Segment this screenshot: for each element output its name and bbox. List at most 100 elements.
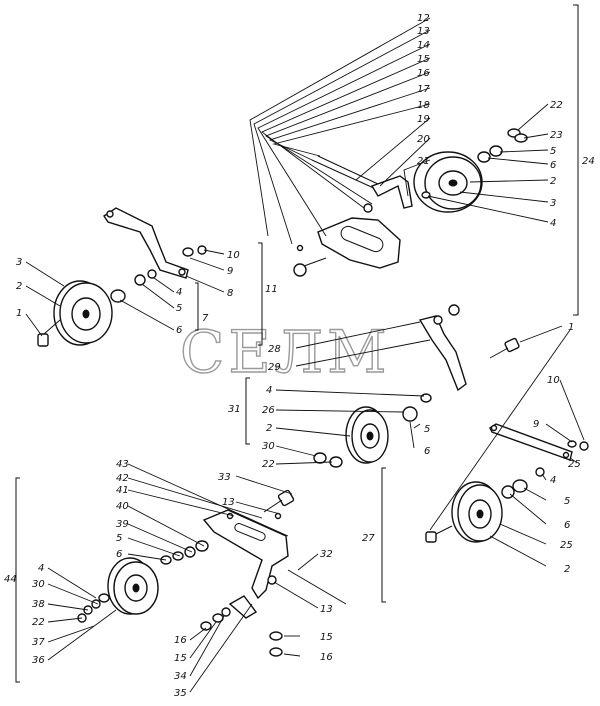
- callout-5-right: 5: [564, 496, 570, 507]
- callout-30-bottom: 30: [32, 579, 45, 590]
- bracket-11: [258, 242, 263, 346]
- callout-5-bottom: 5: [116, 533, 122, 544]
- callout-12: 12: [417, 13, 430, 24]
- callout-31: 31: [228, 404, 241, 415]
- callout-24: 24: [582, 156, 595, 167]
- callout-10-left: 10: [227, 250, 240, 261]
- callout-5-left: 5: [176, 303, 182, 314]
- callout-35: 35: [174, 688, 187, 699]
- callout-15: 15: [417, 54, 430, 65]
- callout-4-right: 4: [550, 475, 556, 486]
- callout-6-left: 6: [176, 325, 182, 336]
- callout-43: 43: [116, 459, 129, 470]
- watermark: СЕЛМ: [180, 318, 391, 386]
- callout-4-bottom: 4: [38, 563, 44, 574]
- pulley-left: [53, 280, 113, 346]
- callout-9-right: 9: [533, 419, 539, 430]
- callout-1-left: 1: [16, 308, 22, 319]
- nut-stack-top-right: [421, 128, 528, 199]
- callout-5-center: 5: [424, 424, 430, 435]
- callout-37: 37: [32, 637, 45, 648]
- callout-16-bottom: 16: [174, 635, 187, 646]
- callout-15-right: 15: [320, 632, 333, 643]
- callout-9-left: 9: [227, 266, 233, 277]
- callout-34: 34: [174, 671, 187, 682]
- mounting-bracket: [418, 315, 467, 392]
- callout-33: 33: [218, 472, 231, 483]
- callout-38: 38: [32, 599, 45, 610]
- callout-4-center: 4: [266, 385, 272, 396]
- callout-6-right: 6: [564, 520, 570, 531]
- callout-10-right: 10: [547, 375, 560, 386]
- tension-arm: [103, 207, 189, 279]
- bracket-44: [15, 477, 20, 683]
- assembly-bottom-left: [15, 463, 347, 693]
- bracket-24: [573, 4, 579, 316]
- callout-28: 28: [268, 344, 281, 355]
- callout-23: 23: [550, 130, 563, 141]
- callout-6-top: 6: [550, 160, 556, 171]
- callout-labels: 12 13 14 15 16 17 18 19 20 21 22 23 5 6 …: [4, 13, 595, 699]
- bolt-top: [293, 244, 327, 277]
- callout-25-right-top: 25: [568, 459, 581, 470]
- callout-21: 21: [417, 156, 430, 167]
- pulley-center: [345, 406, 389, 464]
- callout-25-right: 25: [560, 540, 573, 551]
- callout-13: 13: [417, 26, 430, 37]
- bracket-27: [381, 467, 386, 603]
- callout-6-bottom: 6: [116, 549, 122, 560]
- callout-2-right: 2: [564, 564, 570, 575]
- bracket-7: [195, 282, 199, 331]
- callout-22-bottom: 22: [32, 617, 45, 628]
- callout-15-bottom: 15: [174, 653, 187, 664]
- callout-22-top: 22: [550, 100, 563, 111]
- callout-40: 40: [116, 501, 129, 512]
- callout-44: 44: [4, 574, 17, 585]
- callout-4-top: 4: [550, 218, 556, 229]
- callout-6-center: 6: [424, 446, 430, 457]
- callout-41: 41: [116, 485, 129, 496]
- callout-13-lower: 13: [320, 604, 333, 615]
- flat-bar: [489, 423, 573, 461]
- callout-4-left: 4: [176, 287, 182, 298]
- callout-19: 19: [417, 114, 430, 125]
- assembly-right-lower: [381, 329, 589, 603]
- bracket-31: [245, 377, 250, 445]
- slotted-plate: [317, 203, 401, 269]
- callout-13-bottom: 13: [222, 497, 235, 508]
- callout-5-top: 5: [550, 146, 556, 157]
- callout-2-left: 2: [16, 281, 22, 292]
- callout-2-top: 2: [550, 176, 556, 187]
- callout-1-right: 1: [568, 322, 574, 333]
- pulley-bottom-left: [107, 557, 159, 615]
- callout-16: 16: [417, 68, 430, 79]
- callout-17: 17: [417, 84, 430, 95]
- callout-8: 8: [227, 288, 233, 299]
- callout-36: 36: [32, 655, 45, 666]
- callout-30-center: 30: [262, 441, 275, 452]
- callout-18: 18: [417, 100, 430, 111]
- callout-7: 7: [202, 313, 209, 324]
- callout-3-top: 3: [550, 198, 556, 209]
- pulley-lower-right: [451, 481, 503, 543]
- callout-3-left: 3: [16, 257, 22, 268]
- callout-39: 39: [116, 519, 129, 530]
- callout-20: 20: [417, 134, 430, 145]
- assembly-left: [25, 207, 263, 347]
- assembly-top-right: [249, 4, 579, 316]
- callout-22-center: 22: [262, 459, 275, 470]
- bent-bracket: [202, 509, 289, 600]
- callout-29: 29: [268, 362, 281, 373]
- callout-14: 14: [417, 40, 430, 51]
- assembly-center: [245, 304, 563, 468]
- callout-27: 27: [362, 533, 375, 544]
- callout-11: 11: [265, 284, 278, 295]
- bolt-right: [489, 337, 520, 359]
- callout-16-right: 16: [320, 652, 333, 663]
- callout-42: 42: [116, 473, 129, 484]
- callout-26: 26: [262, 405, 275, 416]
- callout-2-center: 2: [266, 423, 272, 434]
- callout-32: 32: [320, 549, 333, 560]
